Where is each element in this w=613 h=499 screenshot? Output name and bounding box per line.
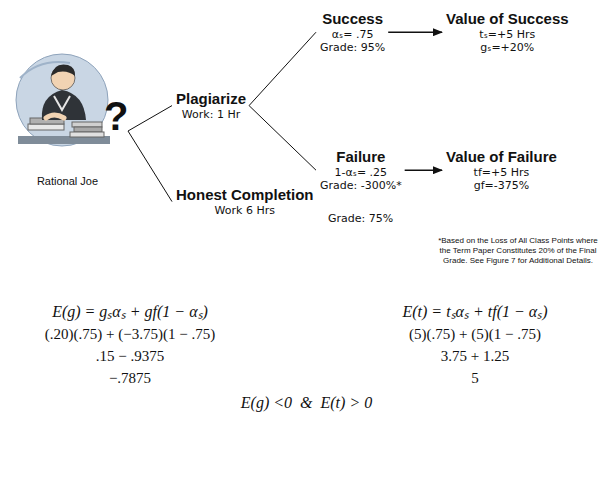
node-line: Grade: 95% [320,41,385,54]
node-line: tf=+5 Hrs [446,166,557,179]
equation-line: (.20)(.75) + (−3.75)(1 − .75) [5,326,255,343]
node-heading: Rational Joe [10,175,125,188]
choice-node: Honest CompletionWork 6 Hrs [176,186,314,217]
outcome-node: Failure1-αₛ= .25Grade: -300%* [320,148,402,192]
node-line: gₛ=+20% [446,41,569,54]
node-heading: Success [320,10,385,28]
node-heading: Value of Success [446,10,569,28]
footnote: *Based on the Loss of All Class Points w… [432,236,604,266]
equation-line: E(g) = gₛαₛ + gf(1 − αₛ) [5,300,255,322]
outcome-node: Successαₛ= .75Grade: 95% [320,10,385,54]
choice-node: PlagiarizeWork: 1 Hr [176,90,246,121]
node-heading: Plagiarize [176,90,246,108]
equation-line: 5 [350,370,600,387]
equation-line: E(t) = tₛαₛ + tf(1 − αₛ) [350,300,600,322]
branch-line [249,106,316,171]
node-line: gf=-375% [446,179,557,192]
equation-line: (5)(.75) + (5)(1 − .75) [350,326,600,343]
node-line: 1-αₛ= .25 [320,166,402,179]
equation-line: −.7875 [5,370,255,387]
node-line: tₛ=+5 Hrs [446,28,569,41]
grade-label: Grade: 75% [328,212,393,225]
node-line: Grade: -300%* [320,179,402,192]
node-line: Work: 1 Hr [176,108,246,121]
branch-line [128,131,172,202]
node-heading: Failure [320,148,402,166]
arrow-connector [405,169,442,171]
node-heading: Value of Failure [446,148,557,166]
node-line: Work 6 Hrs [176,204,314,217]
conclusion-line: E(g) <0 & E(t) > 0 [0,394,613,412]
branch-line [128,106,172,131]
value-node: Value of Successtₛ=+5 Hrsgₛ=+20% [446,10,569,54]
node-heading: Honest Completion [176,186,314,204]
node-line: αₛ= .75 [320,28,385,41]
equation-line: .15 − .9375 [5,348,255,365]
question-mark: ? [104,96,128,136]
arrow-connector [388,31,442,33]
branch-line [249,32,316,105]
equation-line: 3.75 + 1.25 [350,348,600,365]
value-node: Value of Failuretf=+5 Hrsgf=-375% [446,148,557,192]
